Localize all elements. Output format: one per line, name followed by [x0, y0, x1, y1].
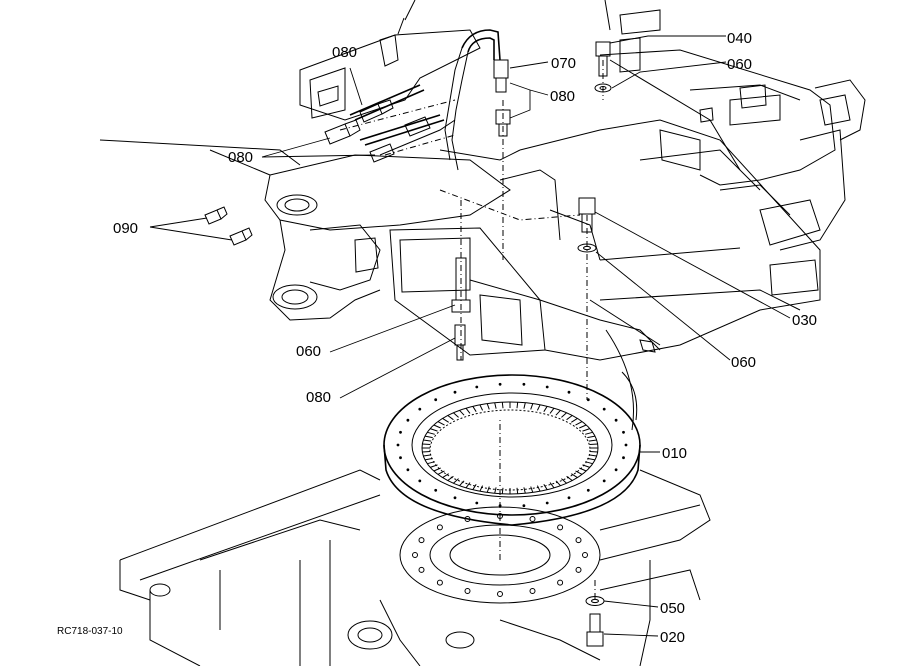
lower-ring-hole	[557, 579, 564, 586]
grease-nipple-090-b	[229, 227, 253, 246]
lower-ring-hole	[497, 591, 503, 597]
fitting-080-right	[495, 109, 511, 137]
lower-ring-hole	[412, 552, 418, 558]
bolt-hole	[418, 479, 422, 483]
part-labels: 080 070 080 040 060 080 090 030 060 060 …	[57, 30, 817, 646]
fitting-080-top-b	[324, 119, 361, 145]
bolt-hole	[614, 418, 618, 422]
bolt-hole	[399, 430, 402, 434]
hose-assembly	[349, 29, 501, 171]
bolt-hole	[622, 430, 625, 434]
swivel-frame	[99, 0, 866, 361]
label-050: 050	[660, 600, 685, 617]
label-060-top: 060	[727, 56, 752, 73]
bolt-hole	[545, 385, 549, 389]
bolt-hole	[434, 488, 438, 492]
bolt-hole	[396, 443, 400, 447]
bolt-020	[586, 613, 604, 647]
label-060-right: 060	[731, 354, 756, 371]
label-070: 070	[551, 55, 576, 72]
label-090: 090	[113, 220, 138, 237]
track-frame	[119, 469, 711, 666]
center-lines	[339, 60, 604, 605]
lower-ring-hole	[582, 552, 588, 558]
bolt-hole	[545, 501, 549, 505]
lower-ring-hole	[557, 524, 564, 531]
bolt-hole	[614, 468, 618, 472]
lower-ring-hole	[529, 588, 536, 594]
fitting-070	[493, 59, 509, 93]
bolt-hole	[475, 385, 479, 389]
swing-bearing-010	[383, 329, 641, 526]
label-080-lower-left: 080	[306, 389, 331, 406]
grease-nipple-090-a	[204, 206, 228, 225]
reference-code: RC718-037-10	[57, 626, 123, 637]
bearing-bolt-holes	[396, 382, 628, 508]
label-010: 010	[662, 445, 687, 462]
label-080-mid-left: 080	[228, 149, 253, 166]
leader-lines	[149, 35, 791, 637]
bolt-hole	[522, 504, 526, 508]
bolt-hole	[602, 479, 606, 483]
bolt-hole	[586, 488, 590, 492]
bolt-hole	[522, 382, 526, 386]
bolt-hole	[567, 390, 571, 394]
bolt-hole	[586, 398, 590, 402]
bolt-hole	[622, 456, 625, 460]
bolt-hole	[418, 407, 422, 411]
label-020: 020	[660, 629, 685, 646]
label-030: 030	[792, 312, 817, 329]
bolt-hole	[453, 390, 457, 394]
lower-ring-hole	[436, 524, 443, 531]
fitting-080-top-a	[359, 99, 394, 123]
label-080-top-left: 080	[332, 44, 357, 61]
bolt-hole	[567, 496, 571, 500]
label-060-left: 060	[296, 343, 321, 360]
bolt-hole	[406, 418, 410, 422]
lower-ring-hole	[436, 579, 443, 586]
label-040: 040	[727, 30, 752, 47]
lower-ring-hole	[575, 566, 582, 573]
bolt-hole	[498, 382, 502, 386]
bolt-hole	[406, 468, 410, 472]
label-080-top-right: 080	[550, 88, 575, 105]
bolt-hole	[453, 496, 457, 500]
fitting-080-top-c	[369, 116, 431, 163]
bolt-040	[594, 41, 612, 93]
lower-ring-hole	[418, 566, 425, 573]
bolt-hole	[475, 501, 479, 505]
bolt-hole	[399, 456, 402, 460]
lower-ring-hole	[464, 516, 471, 522]
lower-ring-hole	[418, 537, 425, 544]
lower-ring-hole	[529, 516, 536, 522]
gear-teeth	[422, 402, 598, 494]
bolt-hole	[624, 443, 628, 447]
bolt-hole	[602, 407, 606, 411]
lower-ring-hole	[464, 588, 471, 594]
bolt-hole	[434, 398, 438, 402]
lower-ring-hole	[575, 537, 582, 544]
